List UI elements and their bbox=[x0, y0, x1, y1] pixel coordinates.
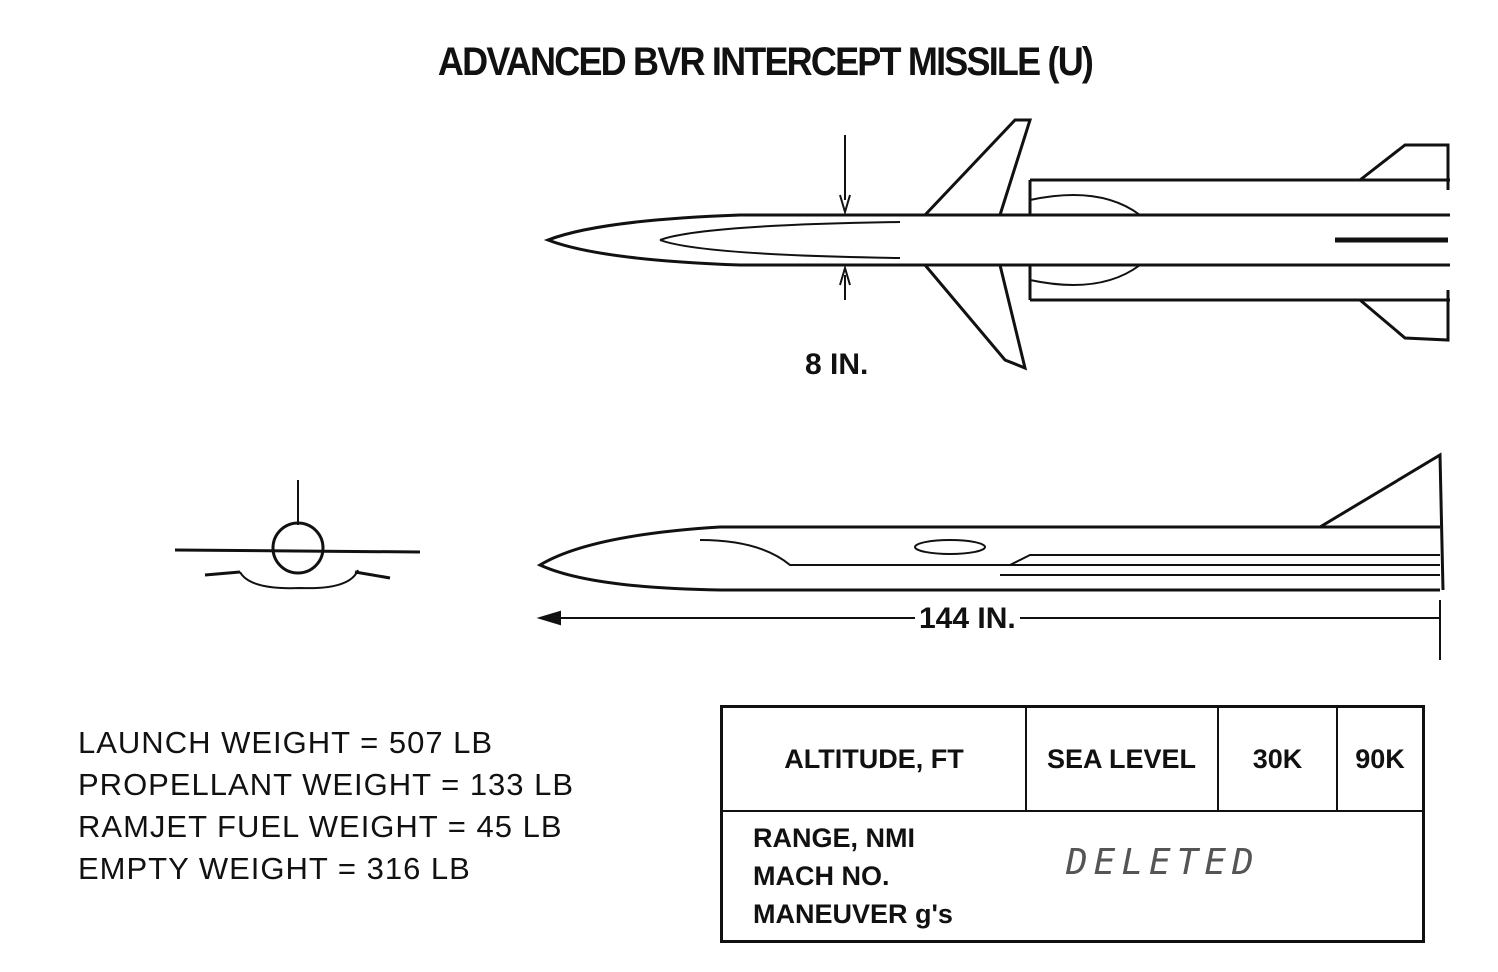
diagram-title: ADVANCED BVR INTERCEPT MISSILE (U) bbox=[437, 40, 1094, 84]
header-90k: 90K bbox=[1336, 705, 1425, 812]
length-label: 144 IN. bbox=[915, 602, 1020, 636]
missile-side-view bbox=[536, 452, 1445, 592]
deleted-stamp: DELETED bbox=[1066, 842, 1260, 883]
header-sea-level: SEA LEVEL bbox=[1025, 705, 1219, 812]
header-30k: 30K bbox=[1217, 705, 1338, 812]
row-label-mach: MACH NO. bbox=[753, 861, 890, 891]
deleted-values: DELETED bbox=[1026, 810, 1425, 943]
performance-table: ALTITUDE, FT SEA LEVEL 30K 90K RANGE, NM… bbox=[720, 705, 1425, 943]
missile-front-view bbox=[174, 480, 421, 590]
table-header-row: ALTITUDE, FT SEA LEVEL 30K 90K bbox=[720, 705, 1425, 812]
diameter-label: 8 IN. bbox=[805, 348, 869, 382]
missile-top-view bbox=[543, 118, 1450, 371]
weight-specs: LAUNCH WEIGHT = 507 LB PROPELLANT WEIGHT… bbox=[78, 722, 574, 890]
row-labels: RANGE, NMI MACH NO. MANEUVER g's bbox=[720, 810, 1026, 943]
header-altitude: ALTITUDE, FT bbox=[720, 705, 1027, 812]
row-label-range: RANGE, NMI bbox=[753, 823, 915, 853]
spec-propellant-weight: PROPELLANT WEIGHT = 133 LB bbox=[78, 767, 575, 802]
row-label-maneuver: MANEUVER g's bbox=[753, 899, 953, 929]
spec-ramjet-fuel-weight: RAMJET FUEL WEIGHT = 45 LB bbox=[78, 809, 563, 844]
table-data-row: RANGE, NMI MACH NO. MANEUVER g's DELETED bbox=[720, 810, 1425, 943]
spec-empty-weight: EMPTY WEIGHT = 316 LB bbox=[78, 851, 471, 886]
spec-launch-weight: LAUNCH WEIGHT = 507 LB bbox=[78, 725, 494, 760]
